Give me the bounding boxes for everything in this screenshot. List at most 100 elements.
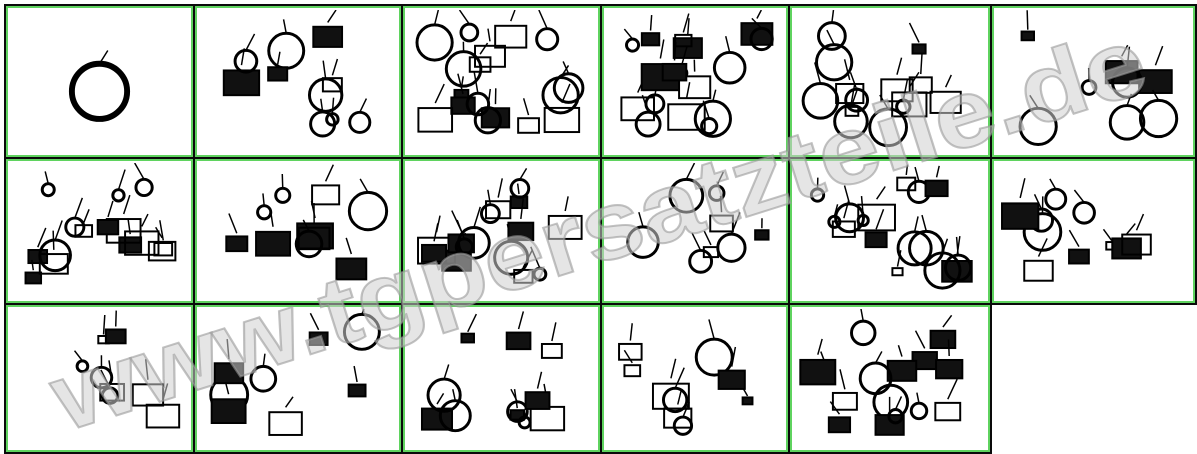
part-shape [672, 415, 694, 436]
callout-line [916, 392, 920, 404]
callout-line [1073, 189, 1085, 203]
part-shape [640, 32, 661, 47]
diagram-thumbnail-crankcase-cover-right[interactable] [990, 4, 1197, 159]
part-shape [267, 66, 289, 82]
part-shape [668, 177, 705, 214]
callout-line [849, 72, 858, 90]
callout-line [228, 213, 238, 234]
part-shape [625, 37, 641, 53]
part-shape [924, 179, 949, 198]
callout-line [309, 312, 320, 331]
callout-line [530, 246, 541, 269]
diagram-thumbnail-crankcase-cover-left[interactable] [990, 157, 1197, 305]
part-shape [552, 72, 585, 104]
part-shape [623, 364, 642, 378]
callout-line [452, 389, 457, 401]
callout-line [456, 219, 465, 240]
callout-line [359, 98, 368, 113]
callout-line [487, 189, 492, 205]
exploded-parts-drawing [209, 309, 381, 436]
callout-line [107, 200, 114, 218]
part-shape [707, 184, 726, 202]
part-shape [801, 81, 840, 120]
callout-line [322, 60, 327, 79]
callout-line [551, 322, 557, 342]
part-shape [858, 361, 893, 396]
part-shape [934, 401, 962, 422]
callout-line [564, 196, 569, 212]
callout-line [73, 350, 84, 362]
part-shape [634, 110, 662, 138]
callout-line [860, 195, 864, 216]
callout-line [833, 204, 839, 217]
exploded-parts-drawing [626, 163, 770, 274]
part-shape [1068, 248, 1090, 265]
part-shape [741, 396, 754, 406]
callout-line [519, 167, 528, 180]
callout-line [623, 349, 633, 364]
callout-line [1049, 178, 1057, 190]
exploded-parts-drawing [809, 164, 973, 290]
callout-line [829, 401, 841, 415]
part-shape [831, 220, 856, 238]
callout-line [108, 360, 113, 381]
diagram-thumbnail-crankshaft-piston-rings[interactable] [600, 157, 790, 305]
diagram-thumbnail-kickstarter-gears[interactable] [600, 303, 790, 454]
part-shape [935, 358, 964, 380]
part-shape [509, 178, 531, 199]
diagram-thumbnail-exhaust-intake[interactable] [193, 4, 403, 159]
part-shape [145, 403, 181, 429]
exploded-parts-drawing [24, 163, 177, 285]
callout-line [874, 351, 883, 364]
callout-line [649, 14, 653, 31]
callout-line [31, 259, 35, 271]
callout-line [327, 10, 337, 23]
part-shape [494, 24, 528, 49]
part-shape [297, 226, 331, 251]
callout-line [44, 171, 49, 184]
part-shape [799, 358, 837, 386]
callout-line [673, 41, 677, 61]
diagram-thumbnail-cylinder-piston[interactable] [600, 4, 790, 159]
diagram-thumbnail-crankcase[interactable] [4, 157, 195, 305]
diagram-thumbnail-oil-pump-clutch[interactable] [193, 303, 403, 454]
callout-line [947, 339, 950, 357]
diagram-thumbnail-transmission-shifter[interactable] [4, 303, 195, 454]
part-shape [1001, 202, 1040, 230]
diagram-thumbnail-camshaft-timing-chain[interactable] [788, 4, 992, 159]
diagram-thumbnail-gaskets-covers[interactable] [193, 157, 403, 305]
callout-line [1102, 228, 1113, 241]
part-shape [831, 391, 858, 411]
diagram-thumbnail-cylinder-head-valves[interactable] [401, 4, 602, 159]
part-shape [911, 43, 927, 55]
callout-line [1121, 44, 1129, 57]
callout-line [479, 42, 489, 55]
part-shape [827, 416, 852, 434]
callout-line [538, 10, 548, 29]
callout-line [623, 28, 634, 40]
callout-line [685, 163, 696, 180]
exploded-parts-drawing [73, 310, 181, 429]
diagram-thumbnail-carburetor-cables[interactable] [788, 303, 992, 454]
part-shape [856, 213, 870, 228]
part-shape [480, 107, 511, 129]
part-shape [249, 364, 278, 393]
part-shape [1022, 212, 1063, 252]
part-shape [210, 398, 247, 424]
callout-line [685, 82, 691, 99]
part-shape [342, 312, 381, 351]
callout-line [1037, 238, 1048, 257]
part-shape [1111, 66, 1144, 99]
callout-line [497, 178, 503, 198]
exploded-parts-drawing [225, 164, 389, 281]
part-shape [111, 188, 126, 203]
callout-line [941, 238, 949, 254]
diagram-thumbnail-gearbox-shafts[interactable] [401, 303, 602, 454]
diagram-thumbnail-cylinder[interactable] [401, 157, 602, 305]
part-shape [543, 106, 581, 134]
callout-line [159, 220, 164, 241]
diagram-thumbnail-starter-motor-clutch[interactable] [788, 157, 992, 305]
diagram-thumbnail-engine-assembly[interactable] [4, 4, 195, 159]
callout-line [52, 230, 55, 250]
part-shape [864, 231, 888, 249]
